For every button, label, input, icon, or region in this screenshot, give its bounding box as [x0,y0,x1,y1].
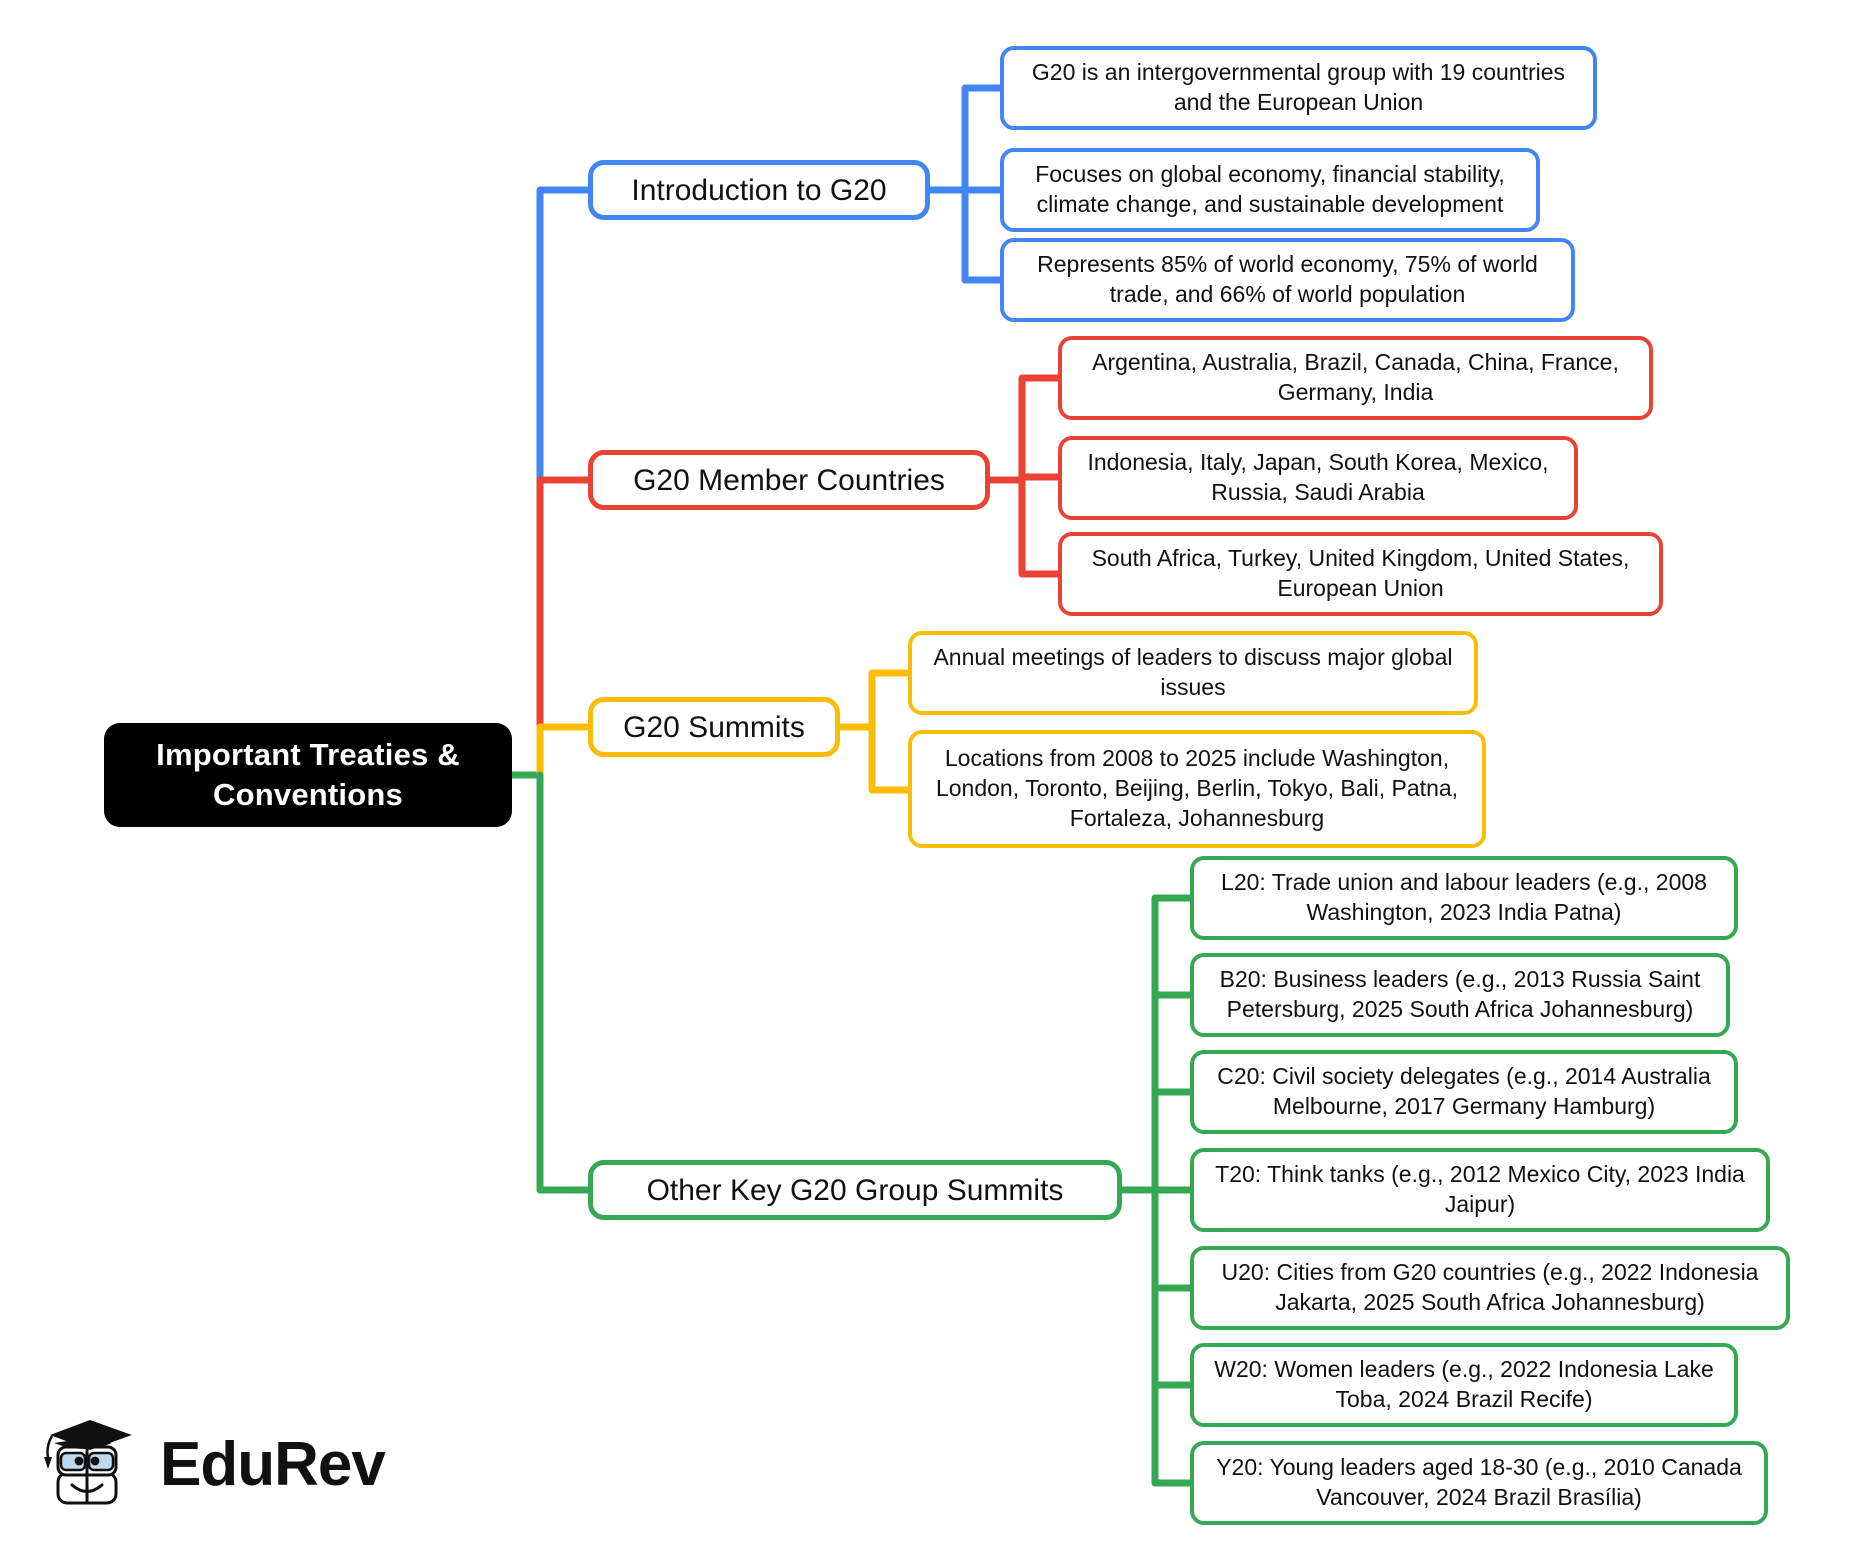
edge-root-members [536,476,592,779]
leaf-node-other-u20[interactable]: U20: Cities from G20 countries (e.g., 20… [1190,1246,1790,1330]
edurev-logo[interactable]: EduRev [34,1405,386,1525]
leaf-node-other-l20[interactable]: L20: Trade union and labour leaders (e.g… [1190,856,1738,940]
leaf-node-summits-2[interactable]: Locations from 2008 to 2025 include Wash… [908,730,1486,848]
leaf-node-members-2[interactable]: Indonesia, Italy, Japan, South Korea, Me… [1058,436,1578,520]
leaf-node-other-t20[interactable]: T20: Think tanks (e.g., 2012 Mexico City… [1190,1148,1770,1232]
edurev-wordmark: EduRev [160,1430,386,1499]
leaf-node-other-w20[interactable]: W20: Women leaders (e.g., 2022 Indonesia… [1190,1343,1738,1427]
edge-root-summits [536,723,592,779]
branch-node-g20-member-countries[interactable]: G20 Member Countries [588,450,990,510]
leaf-node-intro-2[interactable]: Focuses on global economy, financial sta… [1000,148,1540,232]
graduation-cap-book-mascot-icon [34,1409,146,1521]
branch-node-other-key-g20-group-summits[interactable]: Other Key G20 Group Summits [588,1160,1122,1220]
leaf-node-summits-1[interactable]: Annual meetings of leaders to discuss ma… [908,631,1478,715]
leaf-node-other-y20[interactable]: Y20: Young leaders aged 18-30 (e.g., 201… [1190,1441,1768,1525]
leaf-node-members-3[interactable]: South Africa, Turkey, United Kingdom, Un… [1058,532,1663,616]
leaf-node-intro-1[interactable]: G20 is an intergovernmental group with 1… [1000,46,1597,130]
branch-node-introduction-to-g20[interactable]: Introduction to G20 [588,160,930,220]
leaf-node-other-b20[interactable]: B20: Business leaders (e.g., 2013 Russia… [1190,953,1730,1037]
branch-node-g20-summits[interactable]: G20 Summits [588,697,840,757]
edge-root-other [536,771,592,1194]
leaf-node-intro-3[interactable]: Represents 85% of world economy, 75% of … [1000,238,1575,322]
root-node[interactable]: Important Treaties & Conventions [104,723,512,827]
leaf-node-members-1[interactable]: Argentina, Australia, Brazil, Canada, Ch… [1058,336,1653,420]
leaf-node-other-c20[interactable]: C20: Civil society delegates (e.g., 2014… [1190,1050,1738,1134]
edge-root-introduction [536,186,592,779]
